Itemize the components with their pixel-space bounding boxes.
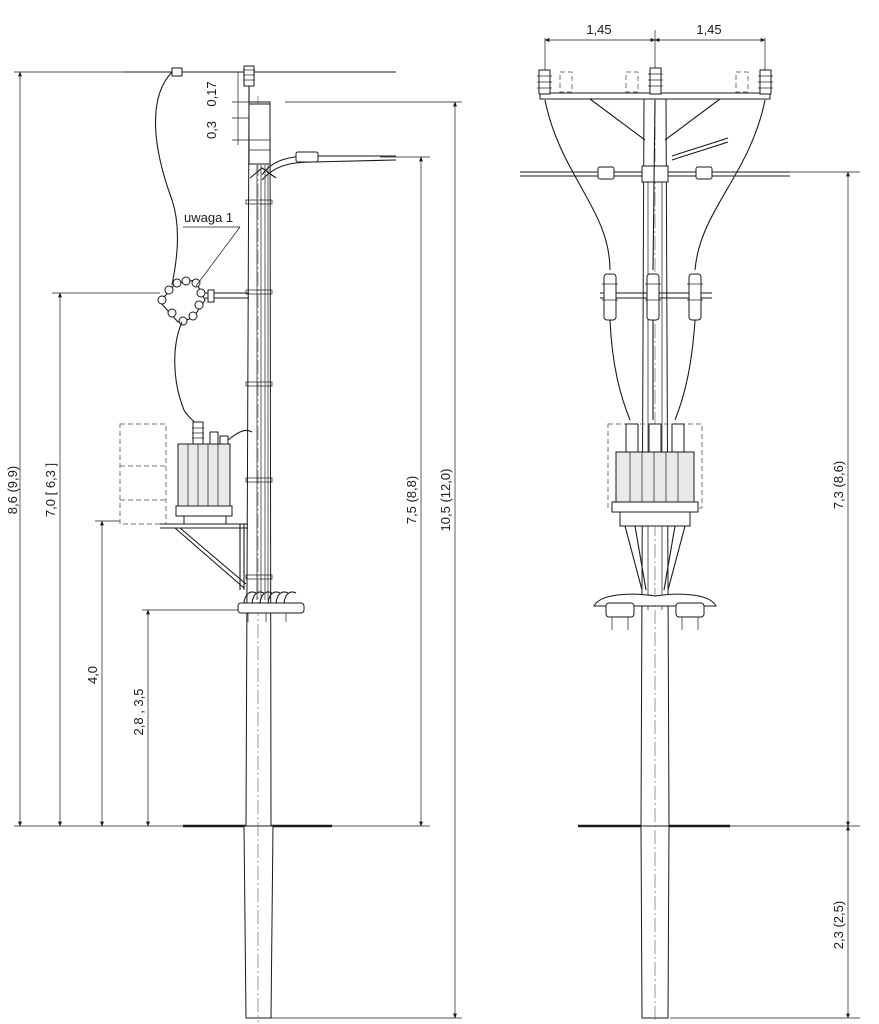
left-line-conductor — [249, 151, 397, 181]
left-pole — [243, 96, 274, 1022]
left-extension-lines — [14, 71, 462, 1019]
dim-line-height-right: 7,3 (8,6) — [831, 461, 846, 509]
dim-pole-length: 10,5 (12,0) — [438, 469, 453, 532]
right-transformer — [607, 423, 703, 527]
right-cutouts — [600, 273, 712, 321]
right-jumpers — [544, 99, 766, 421]
right-pole — [640, 60, 670, 1022]
conductor-clamp — [171, 67, 183, 77]
dim-total-height: 8,6 (9,9) — [5, 466, 20, 514]
dim-017: 0,17 — [204, 81, 219, 106]
switchgear-outline — [119, 423, 167, 525]
dim-embed-depth: 2,3 (2,5) — [831, 901, 846, 949]
left-view: 8,6 (9,9) 7,0 [ 6,3 ] 4,0 2,8 , 3,5 7,5 … — [5, 65, 462, 1022]
note-leader — [183, 226, 241, 287]
transformer-platform — [160, 523, 248, 590]
left-dimension-lines — [18, 71, 457, 1019]
dim-03: 0,3 — [204, 121, 219, 139]
lv-distribution-block — [237, 591, 305, 622]
left-jumper-upper — [154, 71, 179, 286]
right-crossarm — [537, 67, 773, 141]
dim-line-height: 7,5 (8,8) — [404, 476, 419, 524]
dim-box-height: 2,8 , 3,5 — [131, 689, 146, 736]
right-top-dimension — [544, 30, 766, 70]
fuse-cutout — [157, 276, 249, 326]
right-line-conductor — [520, 137, 790, 183]
right-bracket — [624, 525, 686, 591]
note-label: uwaga 1 — [184, 210, 233, 225]
right-lv-block — [593, 593, 717, 630]
dim-cutout-height: 7,0 [ 6,3 ] — [43, 463, 58, 517]
transformer — [175, 421, 253, 525]
dim-platform-height: 4,0 — [85, 666, 100, 684]
dim-arm-right: 1,45 — [696, 22, 721, 37]
right-view: 1,45 1,45 7,3 (8,6) 2,3 (2,5) — [520, 22, 860, 1022]
left-jumper-lower — [174, 321, 199, 429]
dim-arm-left: 1,45 — [586, 22, 611, 37]
